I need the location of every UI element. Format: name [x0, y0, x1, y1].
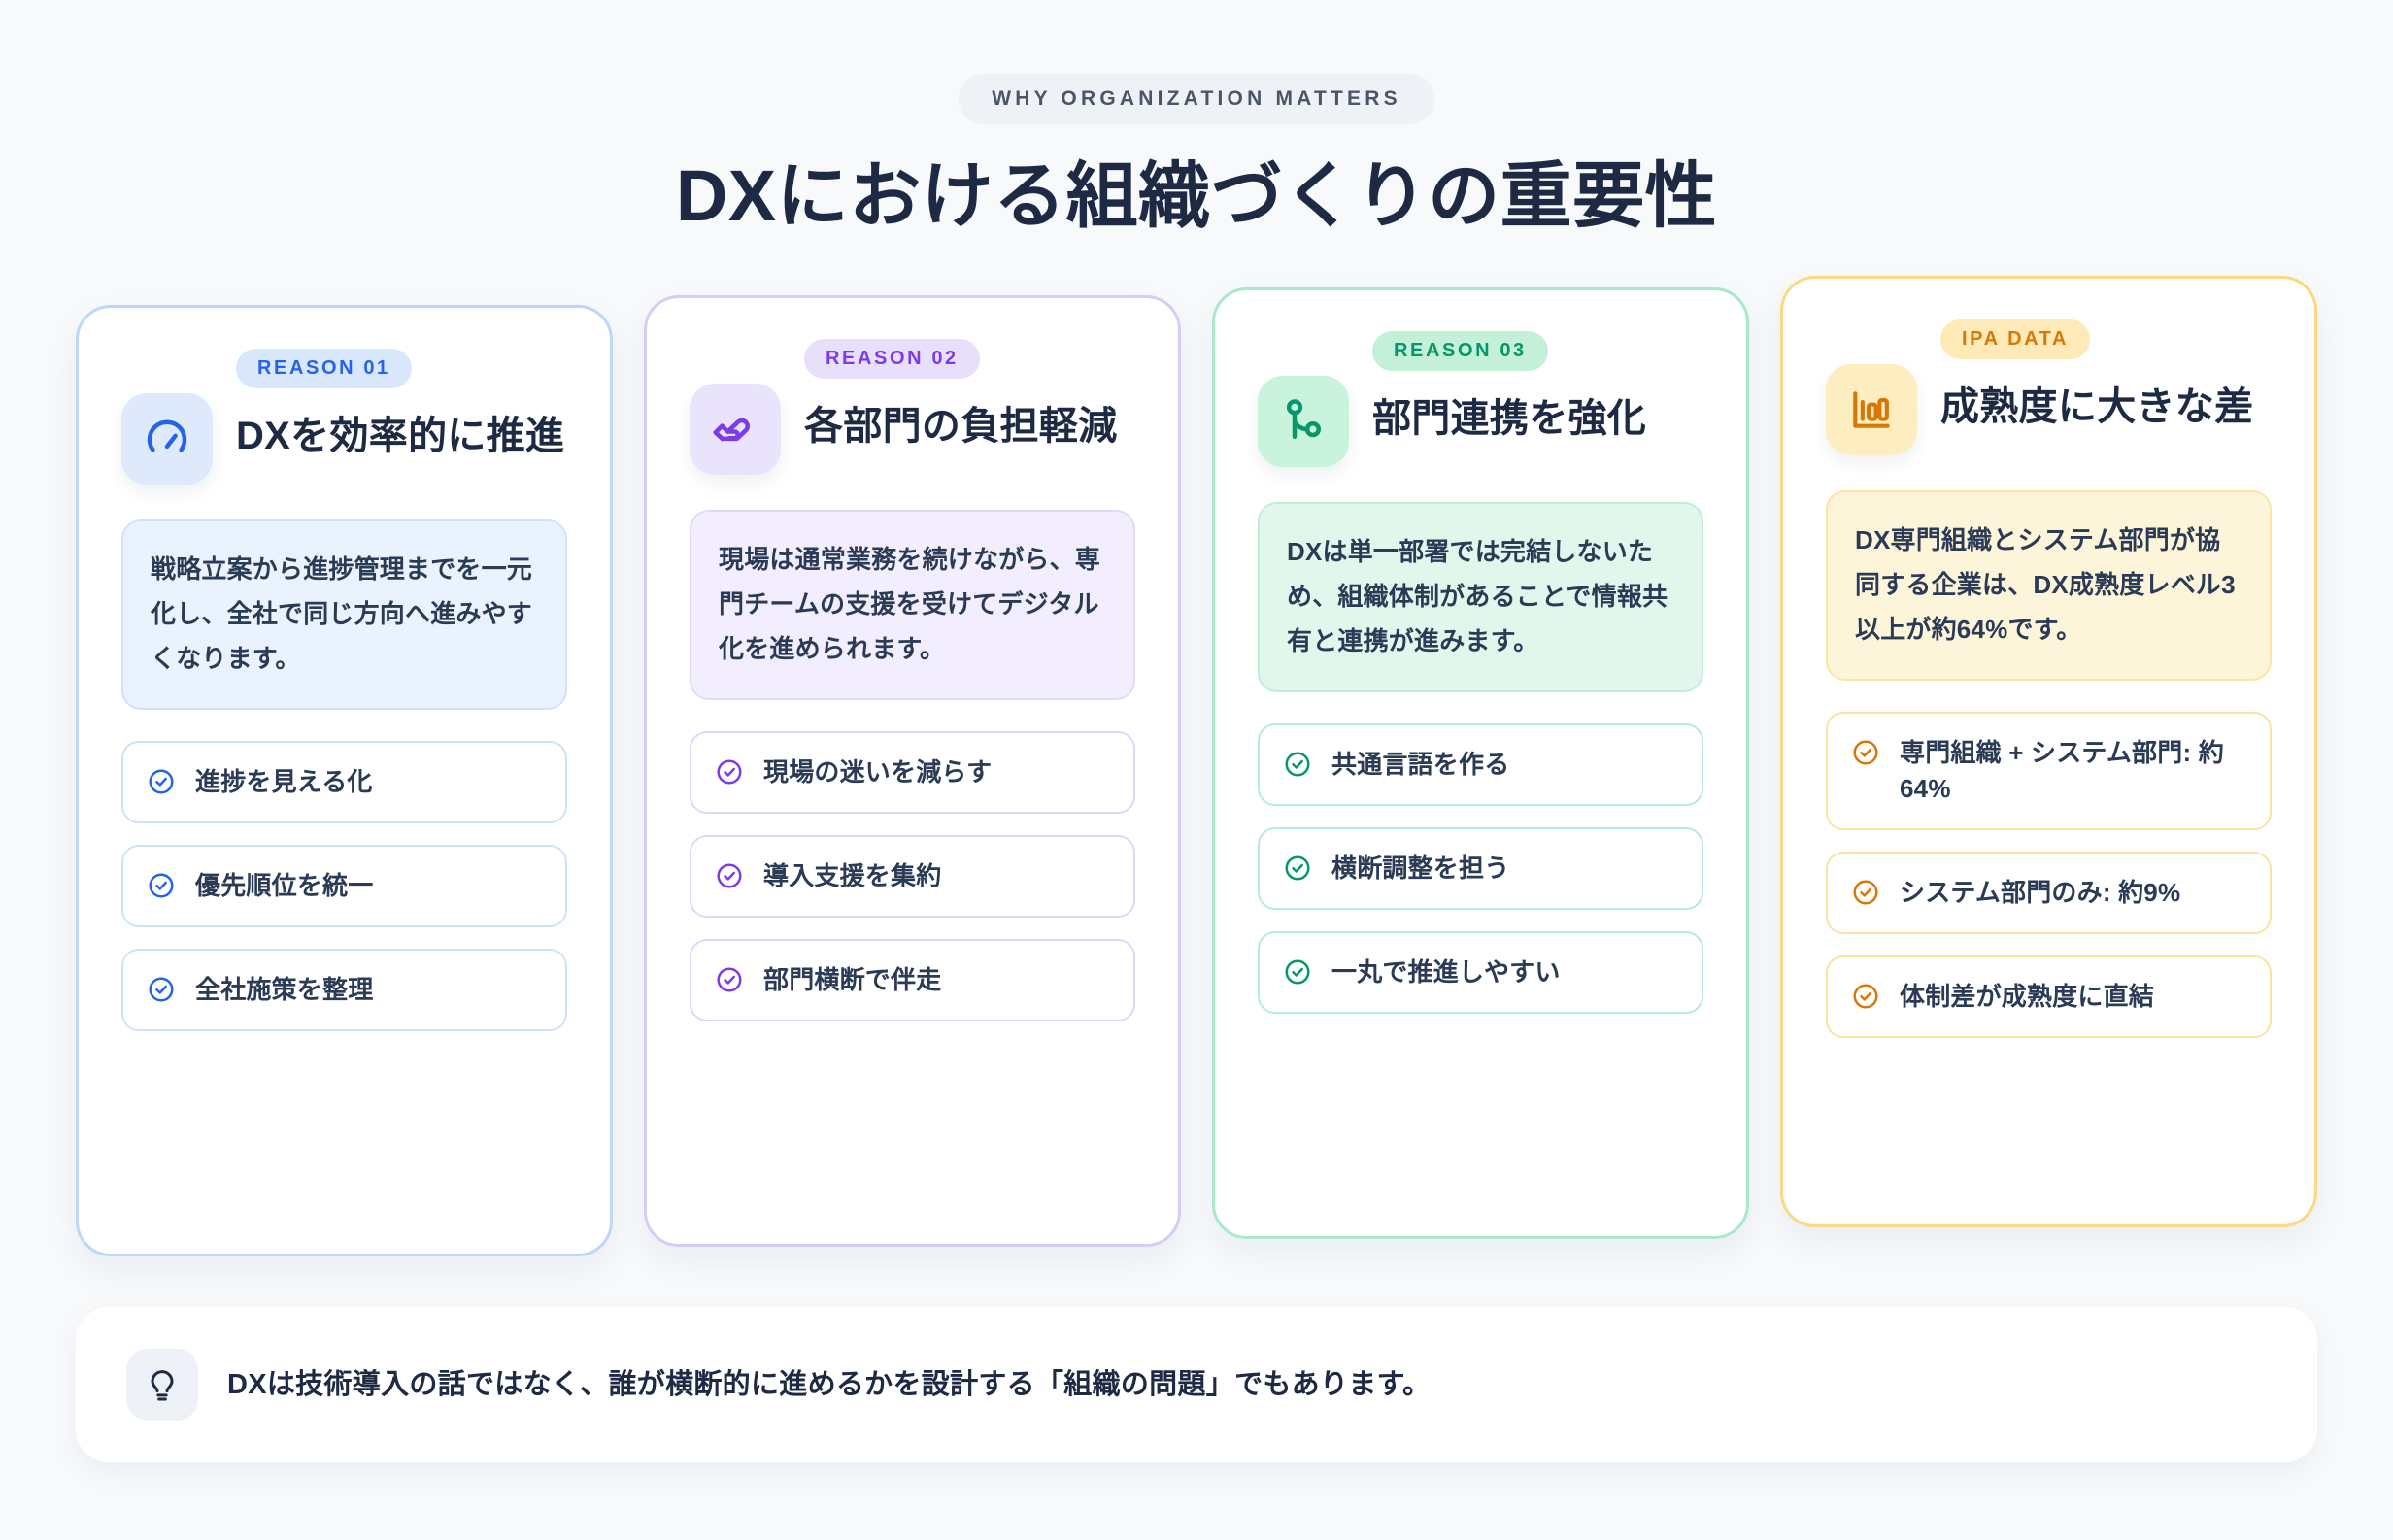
check-circle-icon	[1851, 878, 1880, 907]
card-check-list: 進捗を見える化 優先順位を統一 全社	[121, 741, 567, 1031]
list-item-label: 部門横断で伴走	[763, 964, 942, 994]
check-circle-icon	[1283, 750, 1312, 779]
card-head-text: REASON 02 各部門の負担軽減	[804, 339, 1135, 452]
card-header: REASON 02 各部門の負担軽減	[690, 339, 1135, 476]
list-item[interactable]: 一丸で推進しやすい	[1258, 930, 1703, 1014]
list-item-label: 体制差が成熟度に直結	[1900, 981, 2155, 1011]
check-circle-icon	[1283, 957, 1312, 987]
card-header: IPA DATA 成熟度に大きな差	[1826, 319, 2272, 456]
card-header: REASON 03 部門連携を強化	[1258, 331, 1703, 468]
check-circle-icon	[1851, 982, 1880, 1011]
card-title: 部門連携を強化	[1372, 397, 1647, 441]
bar-chart-icon	[1826, 364, 1917, 456]
footer-note-text: DXは技術導入の話ではなく、誰が横断的に進めるかを設計する「組織の問題」でもあり…	[227, 1368, 1432, 1400]
list-item-label: 共通言語を作る	[1331, 750, 1510, 780]
card-badge: REASON 01	[236, 349, 412, 389]
card-description: 戦略立案から進捗管理までを一元化し、全社で同じ方向へ進みやすくなります。	[121, 519, 567, 711]
card-check-list: 専門組織 + システム部門: 約64% システム部門のみ: 約9%	[1826, 712, 2272, 1038]
eyebrow-badge: WHY ORGANIZATION MATTERS	[959, 74, 1434, 124]
card-badge: REASON 03	[1372, 331, 1548, 372]
helping-hand-icon	[690, 384, 781, 476]
list-item-label: 現場の迷いを減らす	[763, 757, 993, 787]
lightbulb-icon	[126, 1349, 198, 1422]
git-branch-icon	[1258, 376, 1349, 468]
check-circle-icon	[147, 767, 176, 796]
card-header: REASON 01 DXを効率的に推進	[121, 349, 567, 485]
card-head-text: REASON 03 部門連携を強化	[1372, 331, 1703, 445]
list-item-label: 横断調整を担う	[1331, 854, 1510, 884]
card-badge: REASON 02	[804, 339, 980, 380]
list-item[interactable]: 共通言語を作る	[1258, 723, 1703, 807]
gauge-icon	[121, 393, 213, 485]
list-item-label: 導入支援を集約	[763, 861, 942, 891]
reason-card-grid: REASON 01 DXを効率的に推進 戦略立案から進捗管理までを一元化し、全社…	[0, 237, 2393, 1257]
page-header: WHY ORGANIZATION MATTERS DXにおける組織づくりの重要性	[0, 0, 2393, 237]
list-item-label: システム部門のみ: 約9%	[1900, 877, 2181, 907]
reason-card-4[interactable]: IPA DATA 成熟度に大きな差 DX専門組織とシステム部門が協同する企業は、…	[1780, 276, 2317, 1228]
check-circle-icon	[1851, 738, 1880, 767]
card-description: DXは単一部署では完結しないため、組織体制があることで情報共有と連携が進みます。	[1258, 502, 1703, 693]
card-title: 各部門の負担軽減	[804, 405, 1118, 449]
reason-card-3[interactable]: REASON 03 部門連携を強化 DXは単一部署では完結しないため、組織体制が…	[1212, 287, 1749, 1240]
list-item[interactable]: システム部門のみ: 約9%	[1826, 851, 2272, 934]
card-head-text: REASON 01 DXを効率的に推進	[236, 349, 567, 462]
list-item[interactable]: 体制差が成熟度に直結	[1826, 954, 2272, 1038]
list-item[interactable]: 横断調整を担う	[1258, 827, 1703, 910]
check-circle-icon	[1283, 854, 1312, 883]
footer-note: DXは技術導入の話ではなく、誰が横断的に進めるかを設計する「組織の問題」でもあり…	[76, 1307, 2317, 1463]
reason-card-2[interactable]: REASON 02 各部門の負担軽減 現場は通常業務を続けながら、専門チームの支…	[644, 295, 1181, 1248]
list-item[interactable]: 優先順位を統一	[121, 845, 567, 927]
card-title: 成熟度に大きな差	[1940, 385, 2254, 429]
check-circle-icon	[715, 965, 744, 994]
list-item[interactable]: 導入支援を集約	[690, 835, 1135, 918]
card-check-list: 共通言語を作る 横断調整を担う 一丸	[1258, 723, 1703, 1014]
list-item-label: 全社施策を整理	[195, 974, 374, 1004]
card-badge: IPA DATA	[1940, 319, 2091, 360]
card-title: DXを効率的に推進	[236, 415, 565, 458]
list-item-label: 優先順位を統一	[195, 871, 374, 901]
check-circle-icon	[715, 861, 744, 890]
card-description: DX専門組織とシステム部門が協同する企業は、DX成熟度レベル3以上が約64%です…	[1826, 490, 2272, 682]
card-check-list: 現場の迷いを減らす 導入支援を集約	[690, 731, 1135, 1021]
list-item-label: 一丸で推進しやすい	[1331, 956, 1561, 987]
card-head-text: IPA DATA 成熟度に大きな差	[1940, 319, 2272, 433]
list-item[interactable]: 全社施策を整理	[121, 948, 567, 1031]
list-item-label: 専門組織 + システム部門: 約64%	[1900, 738, 2224, 804]
reason-card-1[interactable]: REASON 01 DXを効率的に推進 戦略立案から進捗管理までを一元化し、全社…	[76, 305, 613, 1257]
list-item[interactable]: 進捗を見える化	[121, 741, 567, 824]
check-circle-icon	[147, 871, 176, 900]
check-circle-icon	[715, 757, 744, 787]
card-description: 現場は通常業務を続けながら、専門チームの支援を受けてデジタル化を進められます。	[690, 510, 1135, 701]
list-item[interactable]: 部門横断で伴走	[690, 938, 1135, 1021]
check-circle-icon	[147, 975, 176, 1004]
page-title: DXにおける組織づくりの重要性	[675, 155, 1718, 236]
list-item[interactable]: 現場の迷いを減らす	[690, 731, 1135, 815]
list-item[interactable]: 専門組織 + システム部門: 約64%	[1826, 712, 2272, 830]
list-item-label: 進捗を見える化	[195, 767, 373, 797]
